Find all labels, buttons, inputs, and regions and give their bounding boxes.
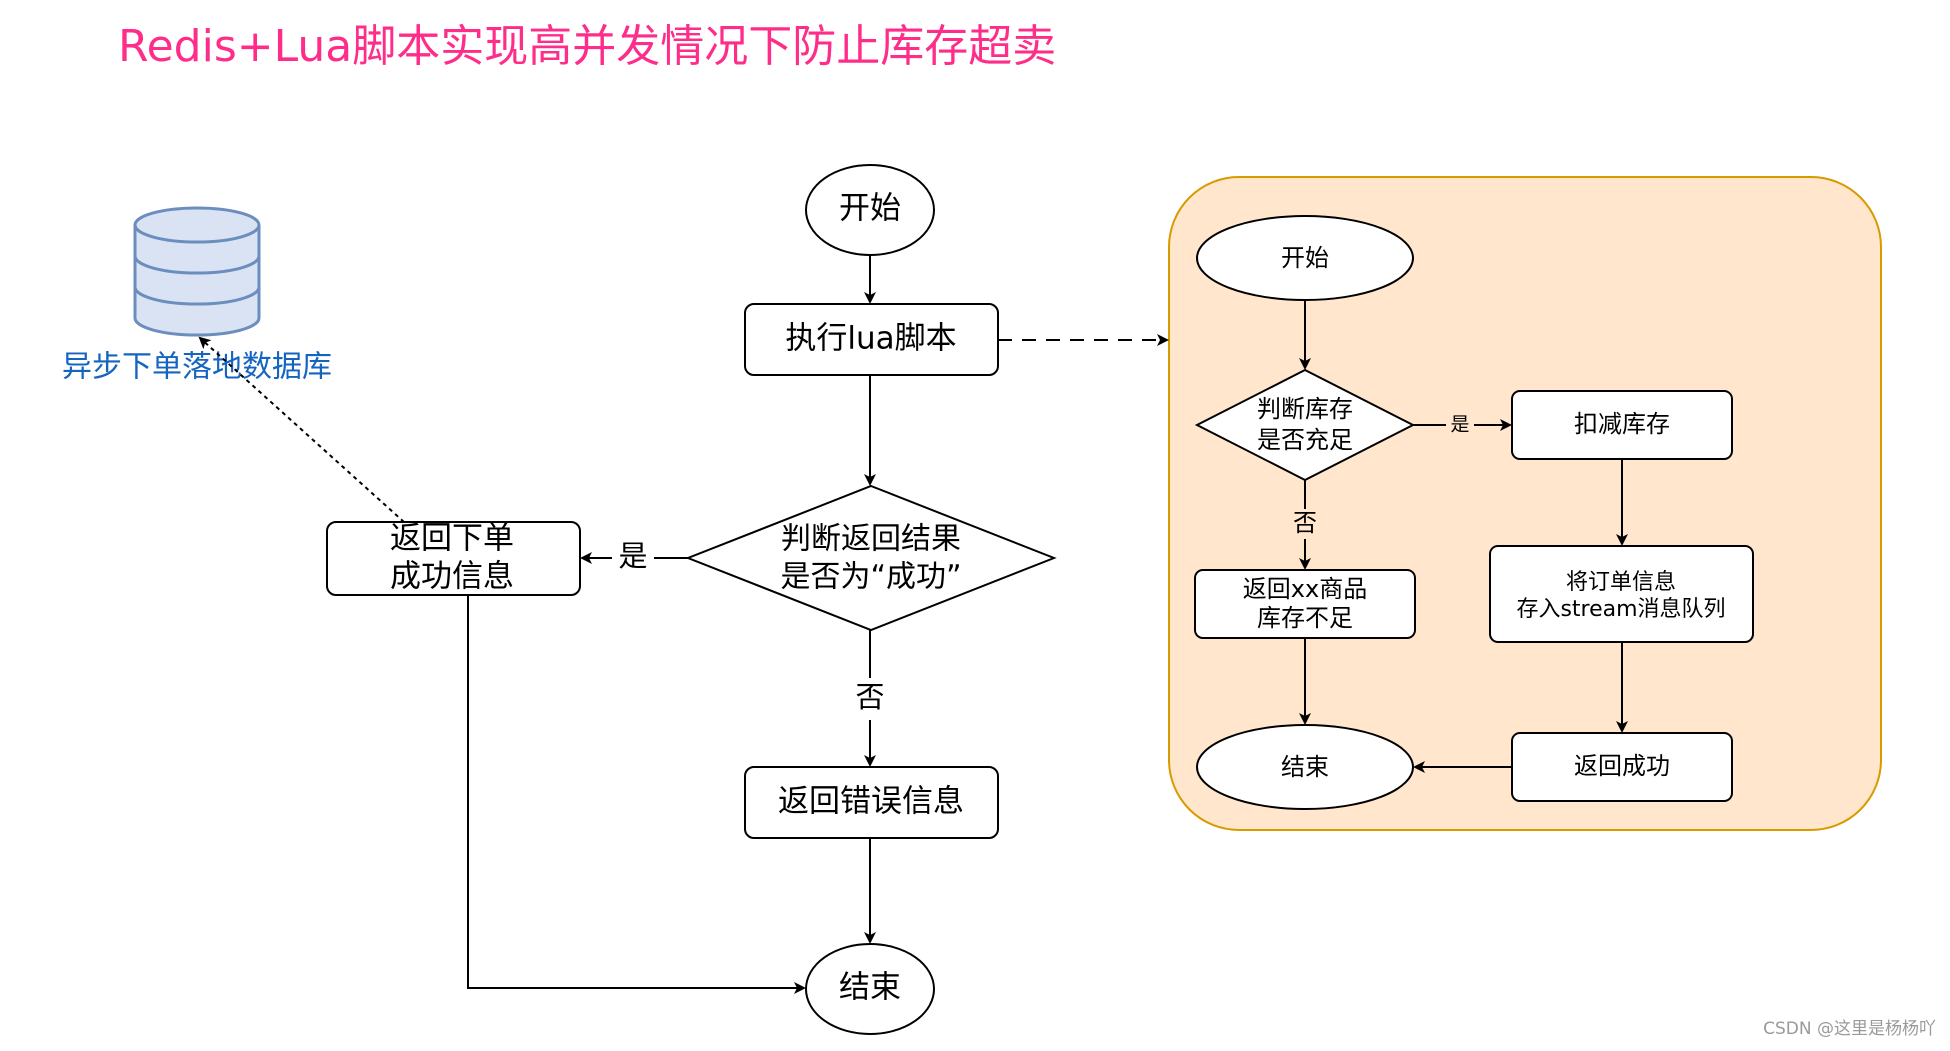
lua-no-label: 否 (1293, 509, 1317, 537)
page-title: Redis+Lua脚本实现高并发情况下防止库存超卖 (118, 21, 1057, 72)
main-yes-label: 是 (618, 539, 647, 573)
database-icon (133, 206, 261, 337)
main-error-label: 返回错误信息 (778, 784, 964, 820)
main-decision-node (685, 484, 1057, 632)
lua-store-line1: 将订单信息 (1566, 570, 1676, 595)
main-success-line2: 成功信息 (390, 559, 514, 595)
main-no-label: 否 (855, 680, 884, 714)
lua-yes-label: 是 (1450, 414, 1469, 436)
database-label: 异步下单落地数据库 (62, 350, 332, 385)
async-db-connector (198, 336, 405, 523)
lua-end-label: 结束 (1281, 753, 1329, 781)
main-decision-line2: 是否为“成功” (780, 560, 961, 595)
watermark: CSDN @这里是杨杨吖 (1763, 1019, 1936, 1039)
lua-return-success-label: 返回成功 (1574, 752, 1670, 780)
main-end-label: 结束 (839, 970, 901, 1006)
lua-fail-line2: 库存不足 (1257, 604, 1353, 632)
lua-script-panel (1168, 176, 1882, 831)
main-success-line1: 返回下单 (390, 521, 514, 557)
lua-deduct-label: 扣减库存 (1574, 410, 1670, 438)
lua-store-line2: 存入stream消息队列 (1516, 597, 1725, 622)
lua-decision-line1: 判断库存 (1257, 395, 1353, 423)
lua-start-label: 开始 (1281, 244, 1329, 272)
main-end-node (805, 943, 935, 1035)
main-error-node (744, 766, 999, 839)
main-arrow-success-end (467, 595, 806, 994)
lua-decision-line2: 是否充足 (1257, 426, 1353, 454)
main-start-label: 开始 (839, 191, 901, 227)
main-decision-line1: 判断返回结果 (781, 522, 961, 557)
main-exec-lua-label: 执行lua脚本 (785, 321, 956, 357)
lua-fail-line1: 返回xx商品 (1243, 575, 1367, 603)
